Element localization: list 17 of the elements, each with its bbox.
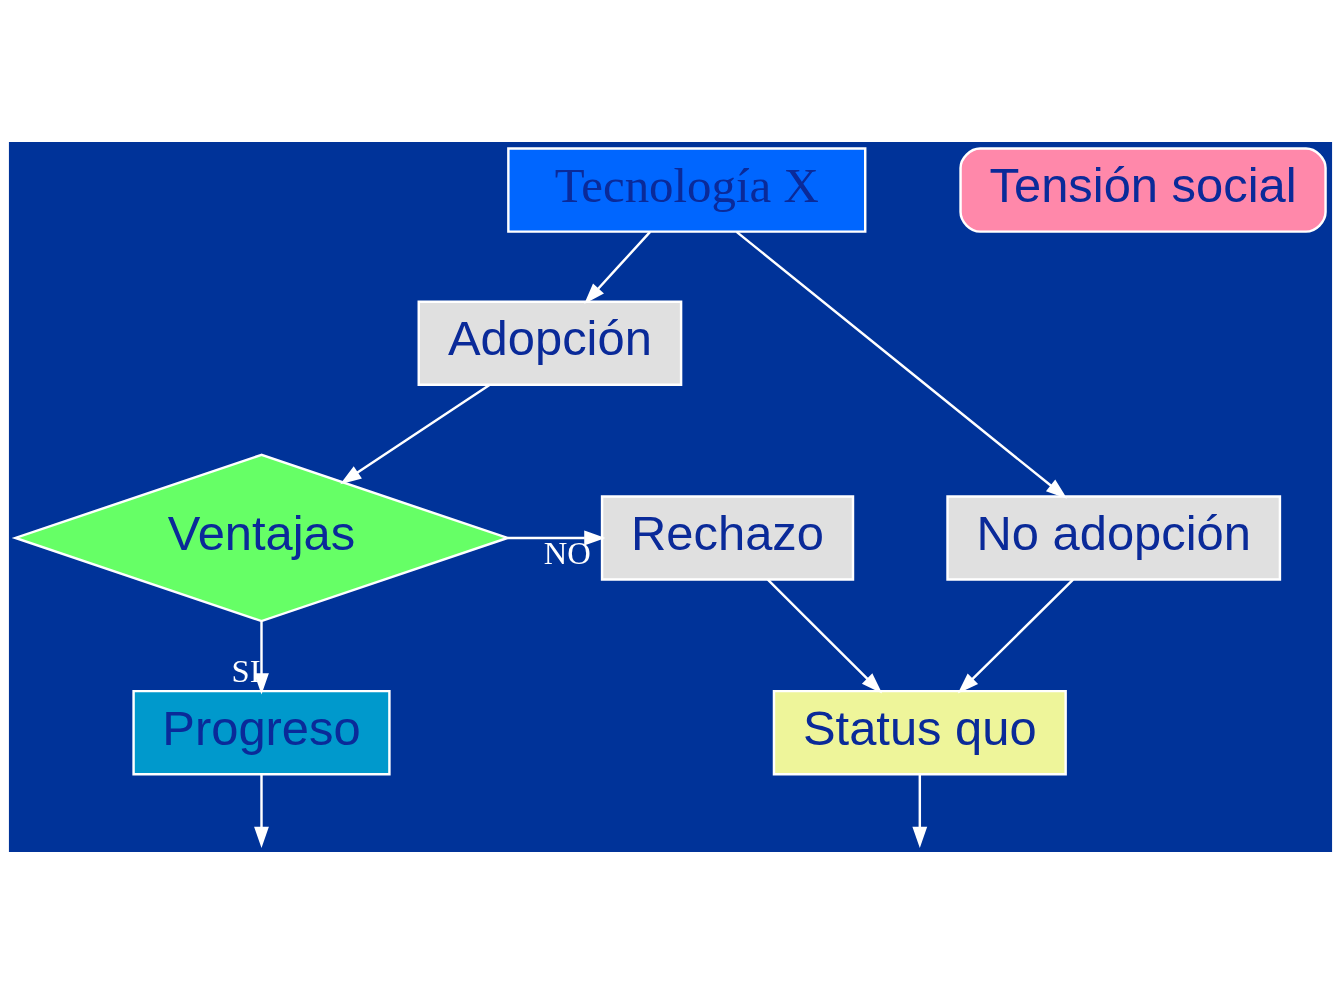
arrow — [254, 621, 269, 695]
node-box: Tecnología X — [507, 147, 867, 233]
arrow — [957, 578, 1074, 694]
node-box: Status quo — [772, 689, 1067, 776]
node-box: Progreso — [132, 689, 391, 776]
edge-label: NO — [543, 535, 591, 572]
arrow — [507, 530, 606, 546]
arrow — [254, 774, 269, 848]
arrow — [584, 231, 652, 305]
node-box: Adopción — [417, 300, 683, 386]
node-box: Rechazo — [600, 495, 855, 581]
arrow — [340, 384, 491, 485]
node-box: No adopción — [946, 495, 1282, 581]
arrow — [767, 578, 883, 694]
node-box: Tensión social — [959, 147, 1327, 233]
arrow — [735, 230, 1068, 499]
arrow — [912, 774, 928, 848]
